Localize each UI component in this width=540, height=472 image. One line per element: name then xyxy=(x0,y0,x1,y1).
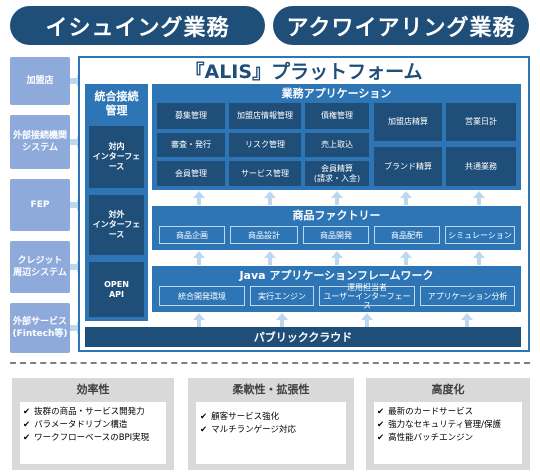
issuing-title: イシュイング業務 xyxy=(10,6,265,45)
interface-panel-title-text: 統合接続 管理 xyxy=(94,90,139,117)
public-cloud: パブリッククラウド xyxy=(85,327,521,347)
framework-operator-ui: 運用担当者 ユーザーインターフェース xyxy=(319,283,415,310)
arrow-up-4 xyxy=(400,191,412,205)
app-daily-business: 営業日計 xyxy=(446,103,516,141)
external-fep: FEP xyxy=(10,179,70,231)
feature-item-text: 強力なセキュリティ管理/保護 xyxy=(388,420,501,430)
external-services: 外部サービス (Fintech等) xyxy=(10,303,70,353)
arrow-up-6 xyxy=(193,251,205,265)
feature-item-text: ワークフローベースのBPI実現 xyxy=(34,433,150,443)
feature-advancement-title: 高度化 xyxy=(431,383,465,396)
java-framework-title: Java アプリケーションフレームワーク xyxy=(239,269,434,282)
arrow-up-10 xyxy=(473,251,485,265)
feature-advancement-body: ✔最新のカードサービス ✔強力なセキュリティ管理/保護 ✔高性能バッチエンジン xyxy=(374,402,522,464)
external-interface: 対外 インターフェース xyxy=(89,195,144,255)
app-common: 共通業務 xyxy=(446,147,516,186)
app-member: 会員管理 xyxy=(157,161,225,186)
app-screening: 審査・発行 xyxy=(157,133,225,157)
internal-interface-label: 対内 インターフェース xyxy=(92,142,141,171)
arrow-up-5 xyxy=(473,191,485,205)
open-api: OPEN API xyxy=(89,262,144,317)
check-icon: ✔ xyxy=(23,433,31,443)
arrow-up-8 xyxy=(331,251,343,265)
check-icon: ✔ xyxy=(23,407,31,417)
check-icon: ✔ xyxy=(377,420,385,430)
check-icon: ✔ xyxy=(200,412,208,422)
internal-interface: 対内 インターフェース xyxy=(89,126,144,188)
arrow-up-9 xyxy=(400,251,412,265)
arrow-up-14 xyxy=(461,313,473,327)
business-apps-title: 業務アプリケーション xyxy=(281,86,392,100)
factory-design: 商品設計 xyxy=(230,226,298,244)
external-merchant: 加盟店 xyxy=(10,57,70,105)
factory-distribution: 商品配布 xyxy=(374,226,440,244)
external-partner-system-label: 外部接続機関 システム xyxy=(12,131,67,153)
feature-item: ✔抜群の商品・サービス開発力 xyxy=(23,406,163,419)
acquiring-title: アクワイアリング業務 xyxy=(273,6,529,45)
check-icon: ✔ xyxy=(200,425,208,435)
external-credit-systems-label: クレジット 周辺システム xyxy=(13,256,67,278)
factory-development: 商品開発 xyxy=(303,226,369,244)
arrow-up-12 xyxy=(276,313,288,327)
app-risk: リスク管理 xyxy=(229,133,301,157)
app-merchant-settlement: 加盟店精算 xyxy=(374,103,442,141)
feature-item: ✔強力なセキュリティ管理/保護 xyxy=(377,419,519,432)
feature-efficiency-body: ✔抜群の商品・サービス開発力 ✔パラメータドリブン構造 ✔ワークフローベースのB… xyxy=(20,402,166,464)
arrow-up-7 xyxy=(264,251,276,265)
arrow-up-3 xyxy=(331,191,343,205)
framework-analytics: アプリケーション分析 xyxy=(420,286,515,306)
feature-item-text: 高性能バッチエンジン xyxy=(388,433,474,443)
app-sales-import: 売上取込 xyxy=(305,133,369,157)
external-credit-systems: クレジット 周辺システム xyxy=(10,241,70,293)
feature-item: ✔パラメータドリブン構造 xyxy=(23,419,163,432)
check-icon: ✔ xyxy=(377,433,385,443)
app-member-settlement: 会員精算 (請求・入金) xyxy=(305,161,369,186)
feature-item-text: 抜群の商品・サービス開発力 xyxy=(34,407,145,417)
feature-item-text: 最新のカードサービス xyxy=(388,407,474,417)
check-icon: ✔ xyxy=(23,420,31,430)
factory-simulation: シミュレーション xyxy=(445,226,515,244)
arrow-up-1 xyxy=(193,191,205,205)
product-factory-title: 商品ファクトリー xyxy=(292,209,381,222)
feature-item: ✔顧客サービス強化 xyxy=(200,411,342,424)
app-recruitment: 募集管理 xyxy=(157,103,225,129)
feature-item: ✔最新のカードサービス xyxy=(377,406,519,419)
framework-operator-ui-label: 運用担当者 ユーザーインターフェース xyxy=(323,282,411,310)
feature-flexibility-title: 柔軟性・拡張性 xyxy=(232,383,310,396)
external-partner-system: 外部接続機関 システム xyxy=(10,115,70,169)
feature-item: ✔マルチランゲージ対応 xyxy=(200,424,342,437)
framework-engine: 実行エンジン xyxy=(250,286,314,306)
framework-ide: 統合開発環境 xyxy=(159,286,245,306)
arrow-up-13 xyxy=(361,313,373,327)
platform-title: 『ALIS』プラットフォーム xyxy=(185,60,423,83)
app-debt: 債権管理 xyxy=(305,103,369,129)
arrow-up-2 xyxy=(264,191,276,205)
app-member-settlement-label: 会員精算 (請求・入金) xyxy=(313,163,361,183)
feature-item-text: マルチランゲージ対応 xyxy=(211,425,296,435)
factory-planning: 商品企画 xyxy=(159,226,225,244)
check-icon: ✔ xyxy=(377,407,385,417)
feature-item-text: 顧客サービス強化 xyxy=(211,412,280,422)
features-divider xyxy=(10,362,530,364)
feature-flexibility-body: ✔顧客サービス強化 ✔マルチランゲージ対応 xyxy=(196,402,346,464)
external-services-label: 外部サービス (Fintech等) xyxy=(12,317,68,339)
feature-efficiency-title: 効率性 xyxy=(76,383,110,396)
feature-item: ✔ワークフローベースのBPI実現 xyxy=(23,432,163,445)
app-brand-settlement: ブランド精算 xyxy=(374,147,442,186)
app-merchant-info: 加盟店情報管理 xyxy=(229,103,301,129)
interface-panel-title: 統合接続 管理 xyxy=(85,86,148,122)
open-api-label: OPEN API xyxy=(104,279,129,299)
feature-item: ✔高性能バッチエンジン xyxy=(377,432,519,445)
feature-item-text: パラメータドリブン構造 xyxy=(34,420,128,430)
arrow-up-11 xyxy=(193,313,205,327)
app-service: サービス管理 xyxy=(229,161,301,186)
external-interface-label: 対外 インターフェース xyxy=(92,210,141,239)
